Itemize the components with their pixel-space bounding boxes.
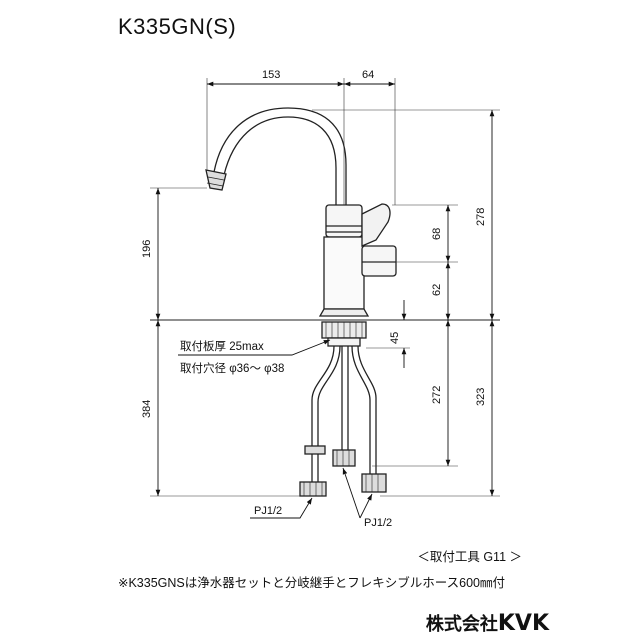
hose-left	[311, 345, 335, 446]
lever-handle	[361, 203, 391, 247]
fitting-left	[299, 481, 327, 497]
base-flange	[318, 308, 370, 317]
pj-right-label: PJ1/2	[364, 517, 392, 529]
deck-thickness-note: 取付板厚 25max	[180, 339, 264, 353]
hose-right	[351, 345, 371, 474]
faucet-body	[150, 107, 500, 497]
label-62: 62	[431, 284, 443, 296]
spout-outer	[213, 107, 347, 205]
maker-logo: 株式会社KVK	[426, 610, 549, 636]
pj-right-leader-2	[359, 493, 373, 519]
spout-inner	[223, 116, 337, 205]
label-384: 384	[141, 400, 153, 418]
fitting-middle	[332, 449, 356, 467]
hole-diameter-note: 取付穴径 φ36～ φ38	[180, 361, 284, 375]
cartridge	[361, 245, 397, 277]
maker-prefix: 株式会社	[425, 614, 498, 634]
main-body	[323, 236, 365, 310]
fitting-left-nut	[304, 445, 326, 455]
maker-brand: KVK	[497, 611, 549, 636]
dimension-lines	[155, 81, 495, 519]
aerator	[205, 169, 227, 191]
model-title: K335GN(S)	[118, 14, 237, 39]
label-196: 196	[141, 240, 153, 258]
label-272: 272	[431, 386, 443, 404]
fitting-right	[361, 473, 387, 493]
washer	[327, 337, 361, 347]
pj-right-leader-1	[342, 467, 361, 519]
label-323: 323	[475, 388, 487, 406]
label-45: 45	[389, 332, 401, 344]
label-278: 278	[475, 208, 487, 226]
label-153: 153	[262, 69, 280, 81]
pj-left-label: PJ1/2	[254, 505, 282, 517]
label-64: 64	[362, 69, 374, 81]
footnote: ※K335GNSは浄水器セットと分岐継手とフレキシブルホース600㎜付	[118, 576, 505, 590]
label-68: 68	[431, 228, 443, 240]
deck-note-leader	[178, 339, 331, 356]
pj-left-leader	[250, 497, 313, 519]
install-tool-note: ＜取付工具 G11 ＞	[417, 550, 522, 564]
